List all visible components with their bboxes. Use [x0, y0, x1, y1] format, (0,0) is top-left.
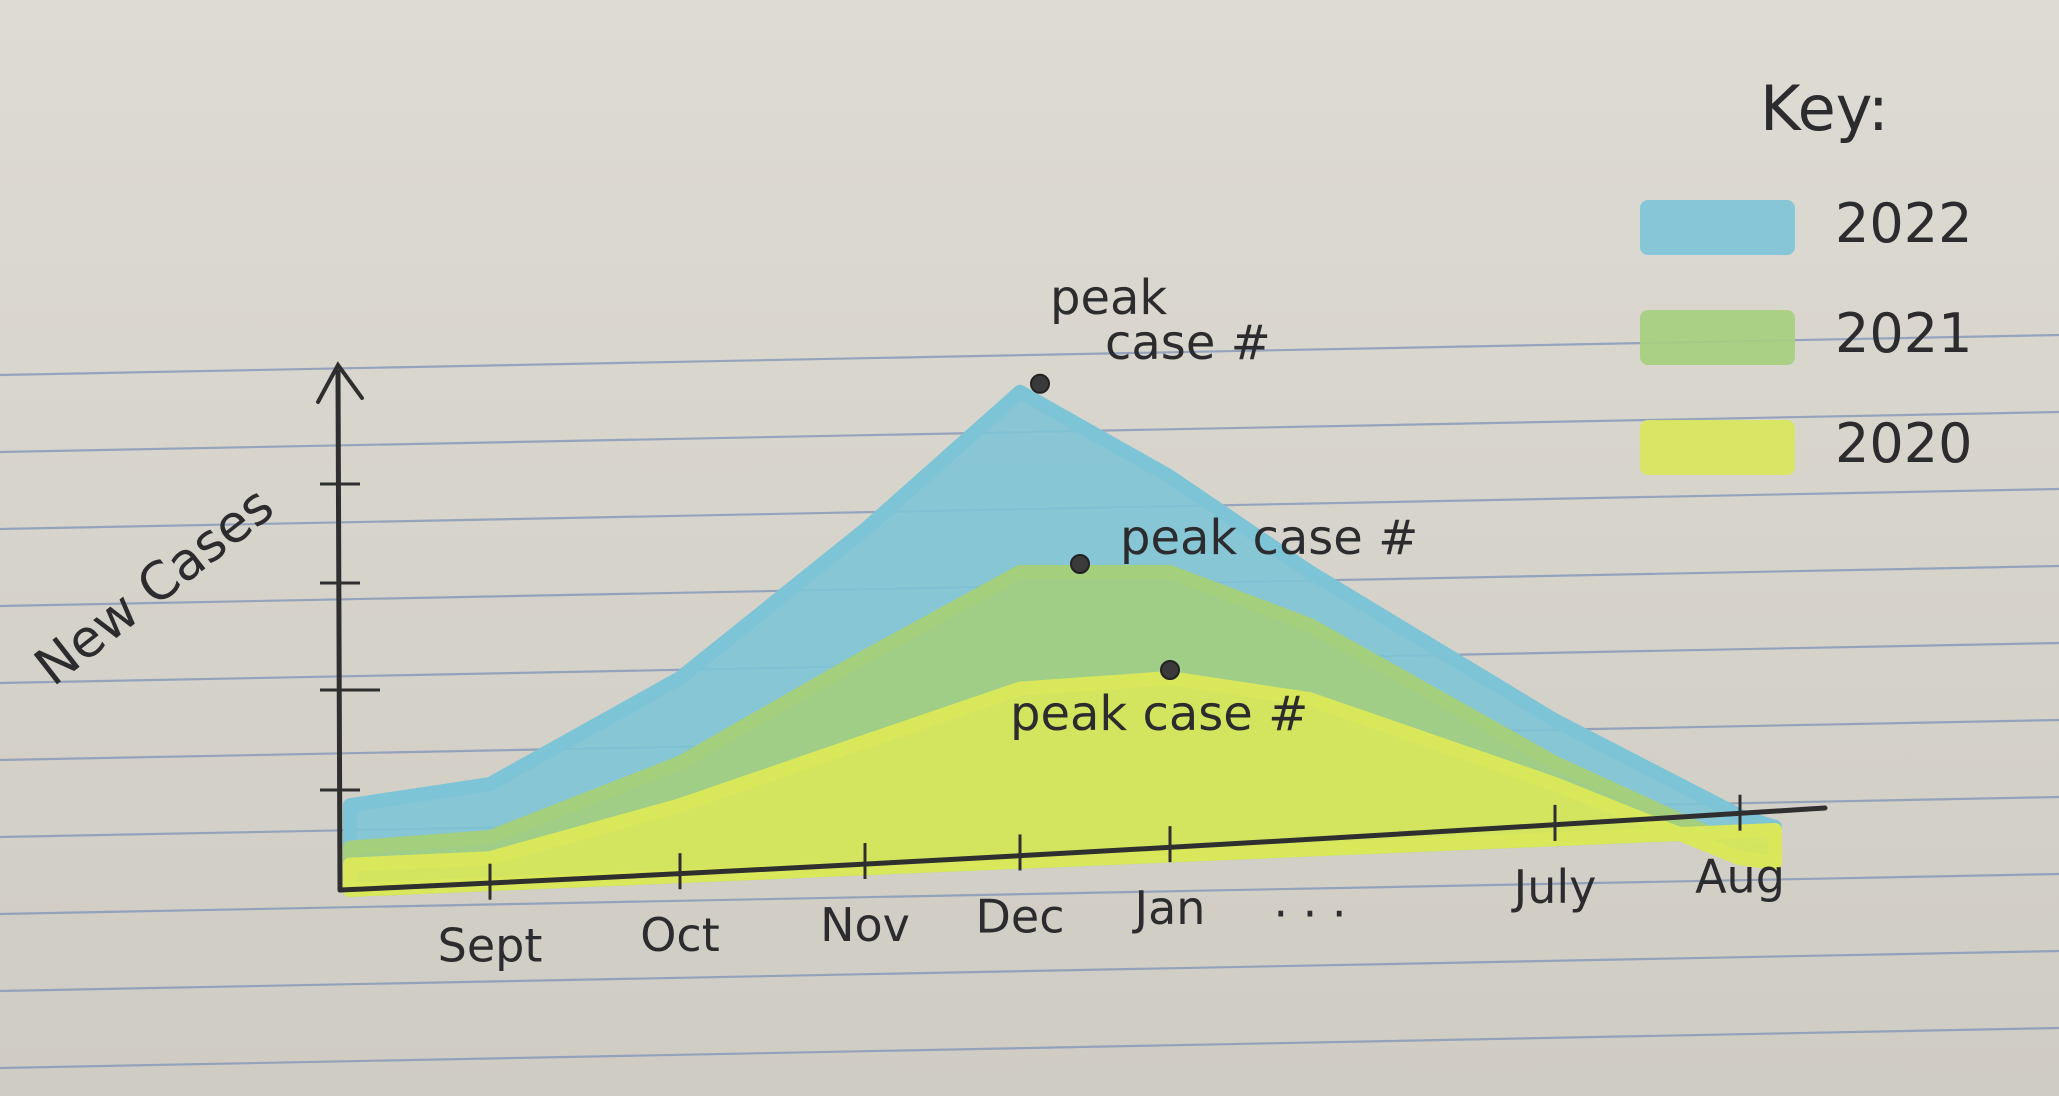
legend-swatch-2022 — [1640, 200, 1795, 255]
ruled-line — [0, 872, 2059, 916]
x-tick-label: Dec — [975, 889, 1064, 943]
peak-marker-2020 — [1160, 660, 1180, 680]
peak-marker-2021 — [1070, 554, 1090, 574]
x-tick-label: July — [1511, 860, 1597, 914]
legend-title: Key: — [1760, 72, 1889, 145]
y-axis-arrow — [316, 361, 364, 404]
y-axis-ticks — [320, 482, 380, 792]
y-axis-line — [335, 369, 343, 893]
series-areas — [343, 384, 1782, 897]
peak-label-2020: peak case # — [1010, 686, 1308, 742]
legend-label-2020: 2020 — [1835, 412, 1972, 475]
ruled-line — [0, 1026, 2059, 1070]
legend-label-2021: 2021 — [1835, 302, 1972, 365]
legend-swatch-2020 — [1640, 420, 1795, 475]
x-axis-line — [337, 805, 1828, 893]
x-tick-label: Nov — [820, 898, 910, 952]
peak-label-2022: case # — [1105, 315, 1271, 371]
peak-marker-2022 — [1030, 373, 1050, 394]
x-tick-label: . . . — [1273, 873, 1346, 927]
axes — [316, 361, 1828, 893]
x-tick-label: Sept — [438, 919, 543, 973]
x-tick-label: Aug — [1695, 850, 1785, 904]
y-axis-label: New Cases — [24, 475, 285, 697]
peak-label-2022: peak — [1050, 270, 1167, 326]
ruled-line — [0, 949, 2059, 993]
x-tick-label: Jan — [1132, 881, 1206, 935]
x-tick-label: Oct — [640, 908, 720, 962]
peak-label-2021: peak case # — [1120, 510, 1418, 566]
x-axis-ticks: Sept Oct Nov Dec Jan . . . July Aug — [438, 794, 1785, 973]
legend: Key: 2022 2021 2020 — [1640, 72, 1972, 475]
legend-label-2022: 2022 — [1835, 192, 1972, 255]
legend-swatch-2021 — [1640, 310, 1795, 365]
